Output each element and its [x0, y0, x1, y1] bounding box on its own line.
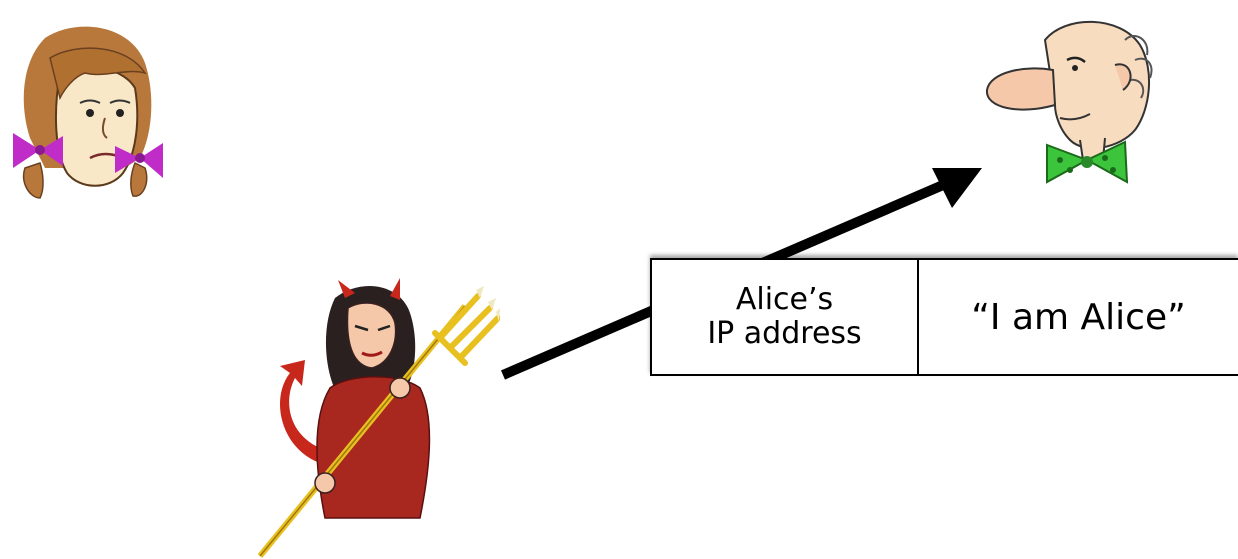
- arrowhead-icon: [932, 168, 982, 208]
- source-label-line2: IP address: [707, 316, 862, 351]
- alice-icon: [13, 26, 163, 199]
- packet: Alice’s IP address “I am Alice”: [650, 258, 1238, 376]
- source-label-line1: Alice’s: [735, 282, 834, 317]
- payload-text: “I am Alice”: [971, 296, 1186, 338]
- packet-source-ip-field: Alice’s IP address: [652, 260, 919, 374]
- trudy-devil-icon: [257, 278, 500, 558]
- bob-icon: [985, 20, 1153, 184]
- packet-payload-field: “I am Alice”: [919, 260, 1238, 374]
